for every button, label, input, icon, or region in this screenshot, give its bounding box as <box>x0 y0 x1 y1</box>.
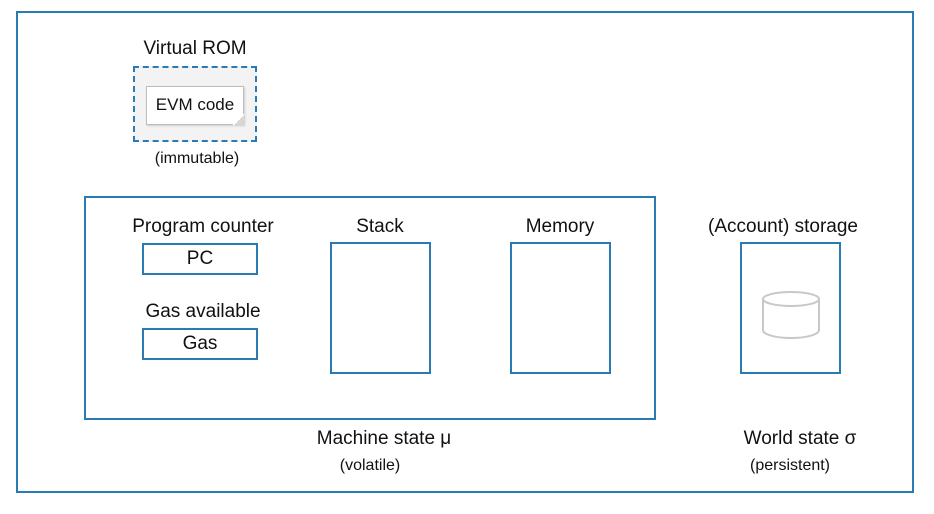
evm-code-sheet-icon <box>146 86 245 126</box>
evm-outer-frame <box>16 11 914 493</box>
evm-code-label: EVM code <box>155 95 235 114</box>
pc-box: PC <box>142 243 258 275</box>
world-state-persistent-note: (persistent) <box>749 457 831 474</box>
database-icon <box>762 291 820 339</box>
gas-available-label: Gas available <box>145 301 261 322</box>
rom-immutable-note: (immutable) <box>154 150 240 167</box>
stack-box <box>330 242 431 374</box>
memory-label: Memory <box>525 216 595 237</box>
machine-state-volatile-note: (volatile) <box>339 457 401 474</box>
virtual-rom-label: Virtual ROM <box>143 38 247 59</box>
memory-box <box>510 242 611 374</box>
account-storage-label: (Account) storage <box>708 216 858 237</box>
machine-state-title: Machine state μ <box>316 428 452 449</box>
gas-box: Gas <box>142 328 258 360</box>
stack-label: Stack <box>356 216 404 237</box>
program-counter-label: Program counter <box>132 216 274 237</box>
world-state-title: World state σ <box>743 428 857 449</box>
machine-state-frame <box>84 196 656 420</box>
